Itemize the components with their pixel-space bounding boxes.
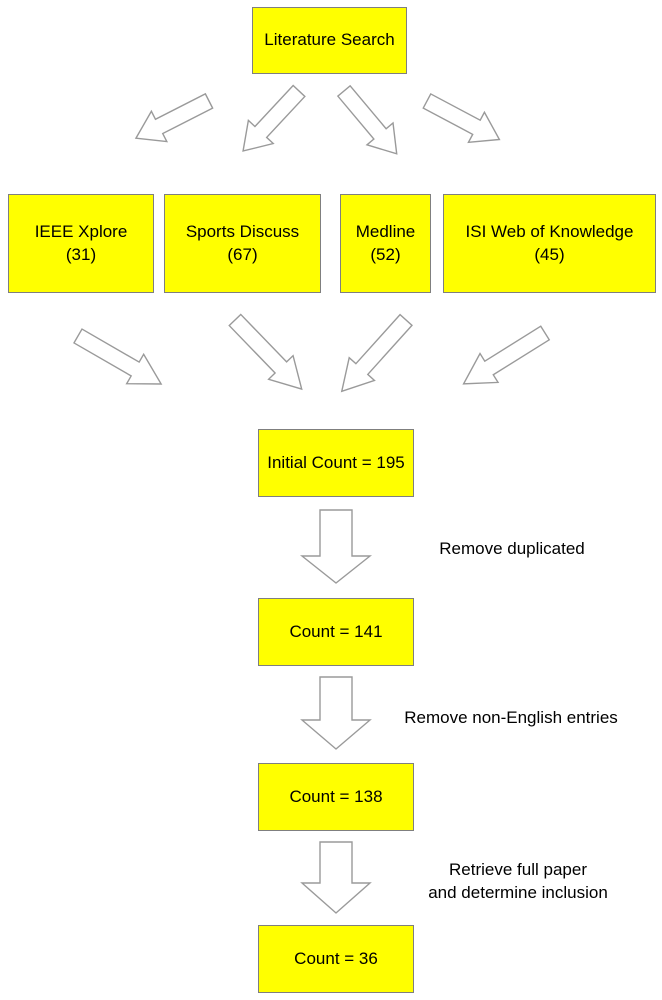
ieee-xplore-label: IEEE Xplore (34, 221, 128, 241)
arrow-medline-to-initial (340, 313, 413, 393)
count-141-label: Count = 141 (289, 621, 383, 641)
retrieve-full-paper-line2: and determine inclusion (428, 882, 608, 902)
arrow-sports-to-initial (228, 313, 303, 391)
count-36-box: Count = 36 (258, 925, 414, 993)
remove-duplicated-note: Remove duplicated (412, 538, 612, 561)
arrow-138-to-36 (300, 841, 372, 914)
count-141-box: Count = 141 (258, 598, 414, 666)
arrow-search-to-ieee (134, 92, 214, 143)
arrow-search-to-sports (242, 84, 306, 152)
medline-label: Medline (355, 221, 416, 241)
count-138-box: Count = 138 (258, 763, 414, 831)
retrieve-full-paper-line1: Retrieve full paper (449, 860, 587, 879)
arrow-ieee-to-initial (73, 328, 163, 385)
sports-discuss-count: (67) (227, 244, 258, 264)
sports-discuss-box: Sports Discuss (67) (164, 194, 321, 293)
remove-non-english-label: Remove non-English entries (404, 708, 618, 727)
ieee-xplore-count: (31) (65, 244, 97, 264)
retrieve-full-paper-note: Retrieve full paper and determine inclus… (398, 859, 638, 905)
isi-web-of-knowledge-box: ISI Web of Knowledge (45) (443, 194, 656, 293)
arrow-isi-to-initial (462, 325, 551, 385)
count-138-label: Count = 138 (289, 786, 383, 806)
arrow-141-to-138 (300, 676, 372, 750)
count-36-label: Count = 36 (294, 948, 378, 968)
initial-count-box: Initial Count = 195 (258, 429, 414, 497)
medline-count: (52) (370, 244, 401, 264)
isi-web-of-knowledge-count: (45) (534, 244, 565, 264)
remove-duplicated-label: Remove duplicated (439, 539, 585, 558)
ieee-xplore-box: IEEE Xplore (31) (8, 194, 154, 293)
sports-discuss-label: Sports Discuss (185, 221, 300, 241)
medline-box: Medline (52) (340, 194, 431, 293)
remove-non-english-note: Remove non-English entries (380, 707, 642, 730)
literature-search-box: Literature Search (252, 7, 407, 74)
isi-web-of-knowledge-label: ISI Web of Knowledge (465, 221, 634, 241)
arrow-search-to-medline (336, 84, 398, 155)
literature-search-label: Literature Search (264, 30, 395, 50)
initial-count-label: Initial Count = 195 (267, 452, 405, 472)
arrow-search-to-isi (422, 92, 501, 144)
arrow-initial-to-141 (299, 509, 373, 584)
